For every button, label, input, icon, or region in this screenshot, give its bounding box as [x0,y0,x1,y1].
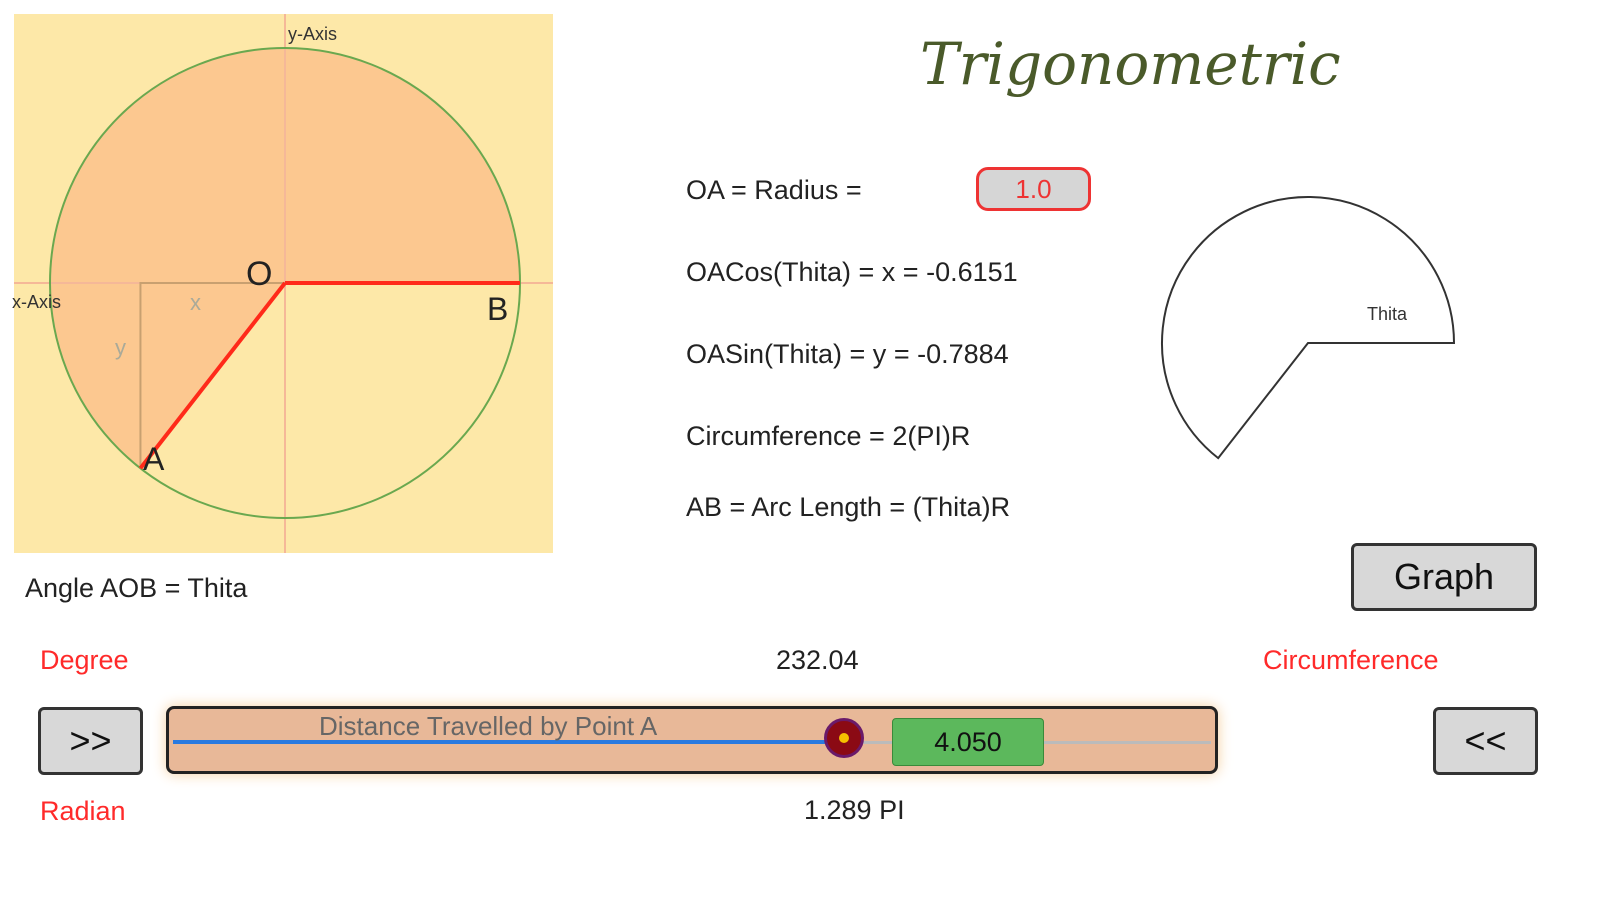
y-label: y [115,335,126,360]
graph-button[interactable]: Graph [1351,543,1537,611]
pie-label: Thita [1367,304,1408,324]
origin-label: O [246,255,272,293]
slider-caption: Distance Travelled by Point A [319,711,658,741]
radian-value: 1.289 PI [804,795,905,825]
pie-sector [1161,196,1456,460]
circumference-label: Circumference [1263,645,1439,675]
slider-value-badge: 4.050 [892,718,1044,766]
point-a-label: A [143,441,165,477]
distance-slider[interactable]: Distance Travelled by Point A 4.050 [166,706,1218,774]
y-axis-label: y-Axis [288,24,337,44]
point-b-label: B [487,291,508,327]
unit-circle-diagram: y-Axis x-Axis O B A x y [12,14,553,553]
degree-label: Degree [40,645,129,675]
radian-label: Radian [40,796,126,826]
x-label: x [190,290,201,315]
x-axis-label: x-Axis [12,292,61,312]
angle-caption: Angle AOB = Thita [25,573,248,603]
angle-pie: Thita [1161,196,1456,460]
slider-thumb[interactable] [823,718,864,758]
slider-fill [173,740,844,744]
arc-length-formula: AB = Arc Length = (Thita)R [686,492,1011,522]
cos-formula: OACos(Thita) = x = -0.6151 [686,257,1018,287]
projection-lines [139,282,285,469]
radius-oa [138,281,287,470]
degree-value: 232.04 [776,645,859,675]
forward-button[interactable]: >> [38,707,143,775]
sin-formula: OASin(Thita) = y = -0.7884 [686,339,1009,369]
app-title: Trigonometric [920,30,1341,98]
radius-label: OA = Radius = [686,175,862,205]
circumference-formula: Circumference = 2(PI)R [686,421,971,451]
radius-input[interactable]: 1.0 [976,167,1091,211]
back-button[interactable]: << [1433,707,1538,775]
